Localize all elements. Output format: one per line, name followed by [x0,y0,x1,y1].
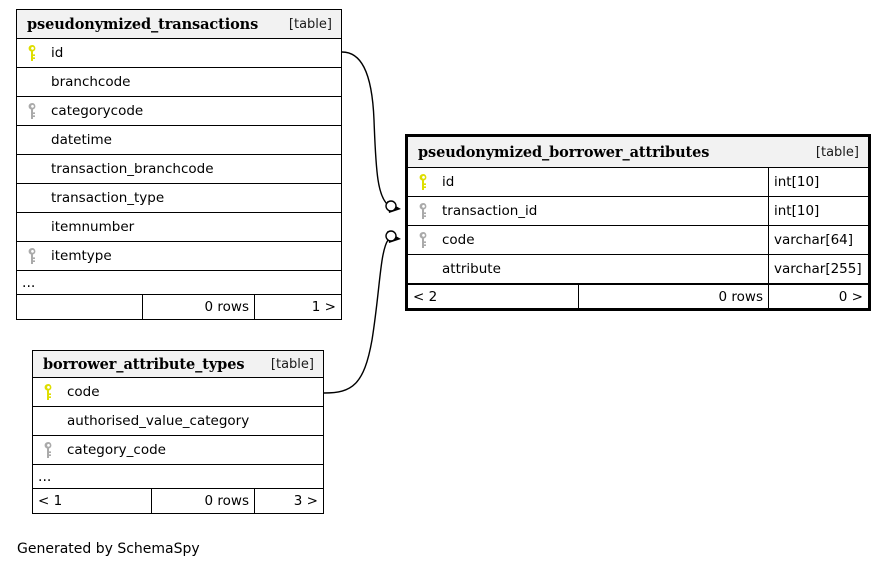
column-name: transaction_id [442,203,538,219]
table-row[interactable]: authorised_value_category [33,407,323,436]
no-key-spacer [33,407,63,435]
no-key-spacer [408,255,438,283]
optional-circle-icon [385,200,397,212]
table-row[interactable]: id int[10] [408,168,868,197]
column-name: datetime [51,132,112,148]
table-row[interactable]: branchcode [17,68,341,97]
table-title: pseudonymized_transactions [27,15,259,33]
footer-child-count[interactable]: 0 > [768,285,868,308]
column-name: attribute [442,261,501,277]
no-key-spacer [17,68,47,96]
table-footer: 0 rows 1 > [17,295,341,319]
table-row[interactable]: itemnumber [17,213,341,242]
column-name: id [51,45,64,61]
table-header[interactable]: borrower_attribute_types [table] [33,351,323,378]
primary-key-icon [17,39,47,67]
table-row[interactable]: categorycode [17,97,341,126]
no-key-spacer [17,184,47,212]
table-footer: < 2 0 rows 0 > [408,284,868,308]
table-row[interactable]: transaction_id int[10] [408,197,868,226]
column-name: category_code [67,442,166,458]
table-row[interactable]: id [17,39,341,68]
table-row[interactable]: datetime [17,126,341,155]
footer-child-count[interactable]: 3 > [254,489,323,513]
column-name: branchcode [51,74,131,90]
table-header[interactable]: pseudonymized_borrower_attributes [table… [408,137,868,168]
optional-circle-icon [385,230,397,242]
no-key-spacer [17,213,47,241]
crowsfoot-arrow-icon [387,231,401,243]
table-title: borrower_attribute_types [43,355,245,373]
foreign-key-icon [408,197,438,225]
column-type: int[10] [768,168,868,196]
ellipsis-label: ... [38,468,52,485]
column-name: transaction_branchcode [51,161,214,177]
table-kind-label: [table] [815,144,859,160]
column-name: categorycode [51,103,144,119]
table-footer: < 1 0 rows 3 > [33,489,323,513]
column-name: itemtype [51,248,112,264]
column-type: varchar[64] [768,226,868,254]
footer-parent-count[interactable]: < 2 [413,288,438,305]
relationship-transactions-to-borrower-attributes [341,51,401,213]
table-row[interactable]: code [33,378,323,407]
table-row[interactable]: transaction_type [17,184,341,213]
foreign-key-icon [17,97,47,125]
footer-parent-count[interactable]: < 1 [38,493,63,509]
foreign-key-icon [408,226,438,254]
column-name: itemnumber [51,219,135,235]
table-pseudonymized-transactions[interactable]: pseudonymized_transactions [table] id br… [16,9,342,320]
table-kind-label: [table] [270,356,314,372]
no-key-spacer [17,155,47,183]
table-row[interactable]: itemtype [17,242,341,271]
generated-by-caption: Generated by SchemaSpy [17,541,200,557]
primary-key-icon [33,378,63,406]
more-columns-indicator: ... [17,271,341,295]
table-row[interactable]: category_code [33,436,323,465]
column-name: code [67,384,100,400]
table-kind-label: [table] [288,16,332,32]
foreign-key-icon [17,242,47,270]
table-title: pseudonymized_borrower_attributes [418,143,710,161]
table-row[interactable]: code varchar[64] [408,226,868,255]
table-row[interactable]: transaction_branchcode [17,155,341,184]
column-name: id [442,174,455,190]
table-row[interactable]: attribute varchar[255] [408,255,868,284]
table-borrower-attribute-types[interactable]: borrower_attribute_types [table] code au… [32,350,324,514]
table-pseudonymized-borrower-attributes[interactable]: pseudonymized_borrower_attributes [table… [405,134,871,311]
footer-child-count[interactable]: 1 > [254,295,341,319]
table-header[interactable]: pseudonymized_transactions [table] [17,10,341,39]
footer-parent-count[interactable] [17,295,142,319]
column-name: authorised_value_category [67,413,250,429]
footer-row-count: 0 rows [142,295,254,319]
column-name: code [442,232,475,248]
column-name: transaction_type [51,190,165,206]
column-type: int[10] [768,197,868,225]
column-type: varchar[255] [768,255,868,283]
primary-key-icon [408,168,438,196]
footer-row-count: 0 rows [578,285,768,308]
more-columns-indicator: ... [33,465,323,489]
crowsfoot-arrow-icon [387,201,401,213]
footer-row-count: 0 rows [151,489,254,513]
no-key-spacer [17,126,47,154]
ellipsis-label: ... [22,274,36,291]
foreign-key-icon [33,436,63,464]
